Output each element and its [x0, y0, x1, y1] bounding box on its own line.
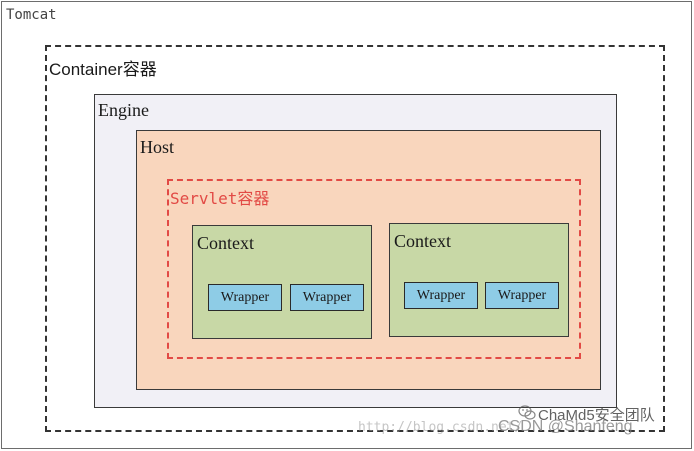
tomcat-label: Tomcat [6, 7, 57, 23]
context-label-2: Context [394, 231, 451, 251]
wrapper-box: Wrapper [290, 284, 364, 311]
context-box-2 [389, 223, 569, 337]
context-box-1 [192, 225, 372, 339]
wrapper-box: Wrapper [485, 282, 559, 309]
host-label: Host [140, 137, 175, 157]
wrapper-box: Wrapper [404, 282, 478, 309]
context-label-1: Context [197, 233, 254, 253]
container-box [45, 45, 665, 432]
servlet-container-box [167, 179, 581, 359]
engine-label: Engine [98, 100, 149, 120]
watermark-csdn: CSDN @Shanfeng [498, 418, 633, 435]
container-label: Container容器 [49, 60, 157, 79]
watermark-team: ChaMd5安全团队 [538, 407, 655, 424]
servlet-container-label: Servlet容器 [170, 189, 270, 208]
watermark-url: http://blog.csdn.net/ [358, 420, 523, 435]
wrapper-box: Wrapper [208, 284, 282, 311]
wechat-icon [518, 405, 536, 420]
